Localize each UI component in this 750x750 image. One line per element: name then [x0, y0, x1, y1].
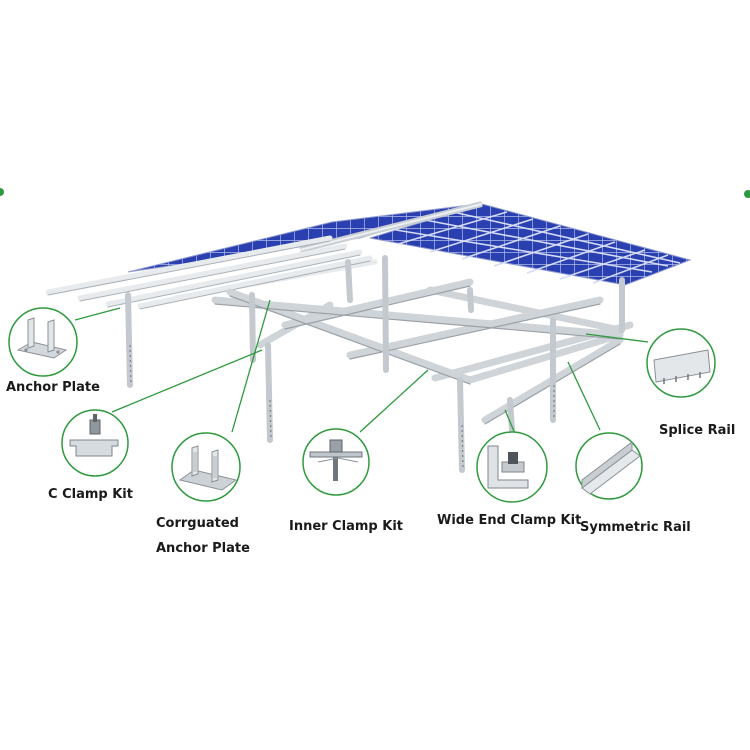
- label-inner-clamp-kit: Inner Clamp Kit: [289, 519, 403, 534]
- callout-lines: [74, 299, 649, 437]
- callout-line-anchor-plate: [74, 307, 121, 321]
- label-splice-rail: Splice Rail: [659, 423, 736, 438]
- main-beams: [211, 278, 634, 424]
- callout-corrugated-anchor-plate: [171, 432, 241, 502]
- corner-dot-left: [0, 188, 4, 196]
- callout-line-inner-clamp: [359, 369, 429, 433]
- symmetric-rail-icon: [581, 440, 641, 495]
- label-c-clamp-kit: C Clamp Kit: [48, 487, 133, 502]
- callout-anchor-plate: [8, 307, 78, 377]
- anchor-plate-icon: [16, 317, 68, 359]
- callout-line-corrugated-anchor: [231, 299, 271, 433]
- callout-symmetric-rail: [575, 432, 643, 500]
- callout-line-symmetric-rail: [567, 361, 601, 431]
- label-anchor-plate: Anchor Plate: [6, 380, 100, 395]
- splice-rail-icon: [653, 349, 711, 384]
- label-wide-end-clamp-kit: Wide End Clamp Kit: [437, 513, 582, 528]
- label-symmetric-rail: Symmetric Rail: [580, 520, 691, 535]
- label-corrugated-line1: Corrguated: [156, 516, 239, 531]
- corrugated-anchor-plate-icon: [178, 445, 238, 491]
- ground-screw-posts: [125, 255, 625, 473]
- callout-line-c-clamp: [111, 349, 263, 413]
- callout-wide-end-clamp-kit: [476, 431, 548, 503]
- wide-end-clamp-icon: [487, 445, 529, 489]
- corner-dot-right: [744, 190, 750, 198]
- solar-panel-array: [127, 201, 692, 286]
- inner-clamp-icon: [309, 439, 363, 481]
- callout-inner-clamp-kit: [302, 428, 370, 496]
- right-panel-grid: [395, 211, 681, 284]
- callout-line-splice-rail: [585, 333, 649, 343]
- callout-c-clamp-kit: [61, 409, 129, 477]
- c-clamp-icon: [69, 414, 119, 457]
- mounting-frame: [45, 235, 634, 425]
- left-rails: [45, 235, 378, 309]
- callout-splice-rail: [646, 328, 716, 398]
- label-corrugated-line2: Anchor Plate: [156, 541, 250, 556]
- left-rails-edge: [47, 240, 371, 310]
